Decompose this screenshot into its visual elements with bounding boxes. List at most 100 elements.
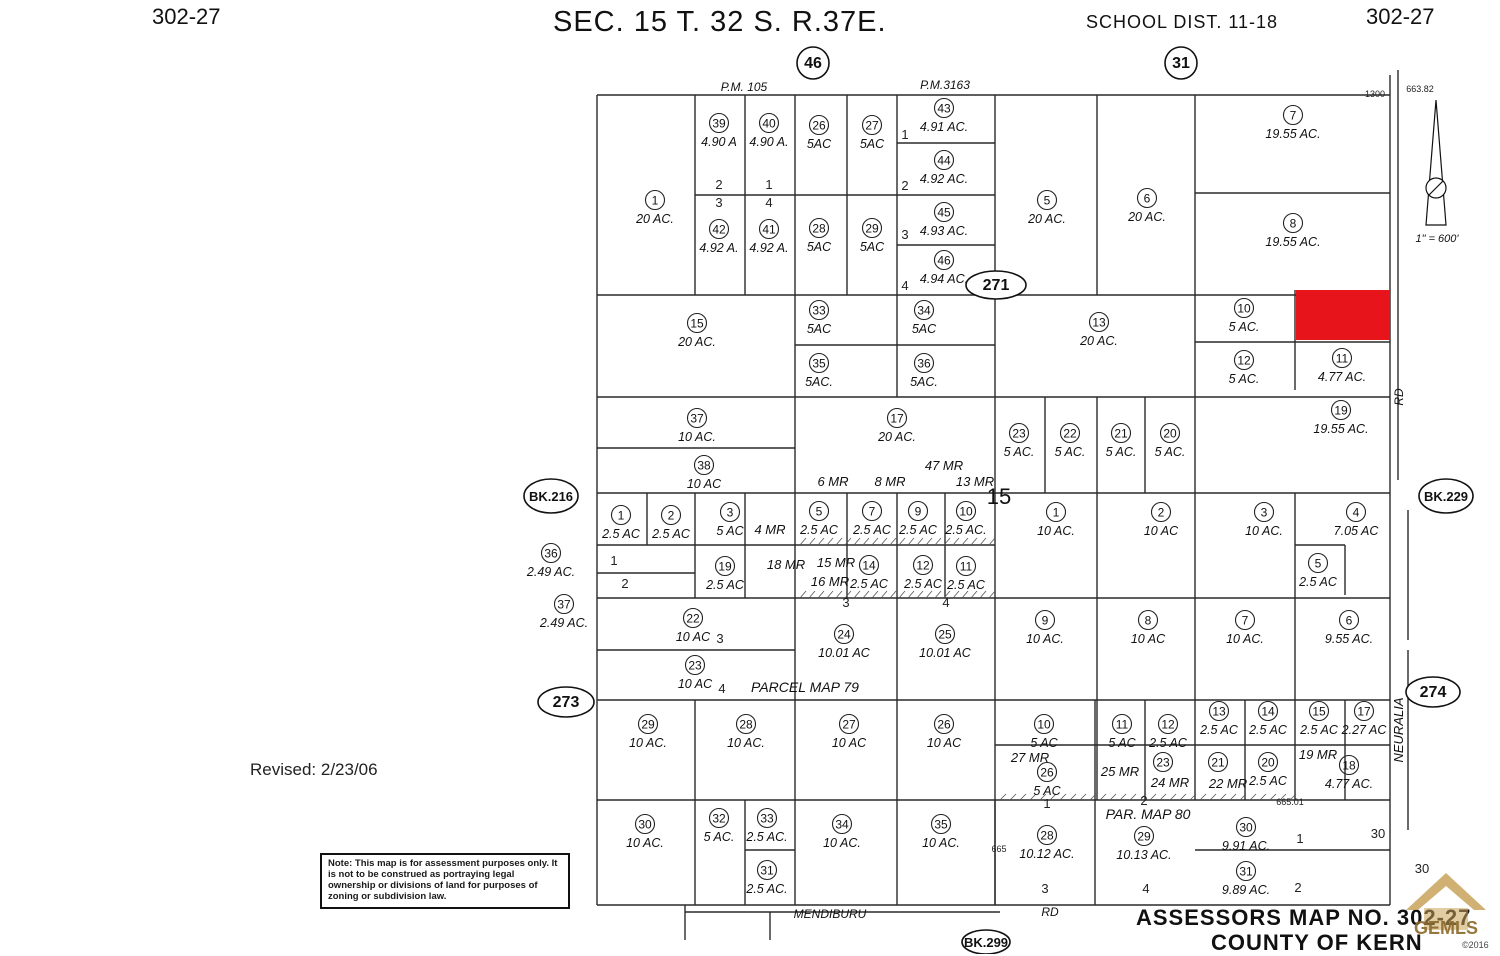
book-reference-46[interactable]: 46 <box>796 46 830 80</box>
parcel-46[interactable]: 464.94 AC. <box>920 249 968 287</box>
parcel-31[interactable]: 319.89 AC. <box>1222 860 1270 898</box>
parcel-8[interactable]: 819.55 AC. <box>1265 212 1321 250</box>
parcel-1[interactable]: 110 AC. <box>1037 501 1075 539</box>
parcel-7[interactable]: 710 AC. <box>1226 609 1264 647</box>
parcel-7[interactable]: 72.5 AC <box>852 500 892 538</box>
parcel-2[interactable]: 210 AC <box>1144 501 1179 539</box>
parcel-12[interactable]: 122.5 AC <box>1148 713 1188 751</box>
parcel-13[interactable]: 132.5 AC <box>1199 700 1239 738</box>
parcel-number: 40 <box>762 117 776 131</box>
parcel-18[interactable]: 184.77 AC. <box>1325 754 1373 792</box>
book-reference-273[interactable]: 273 <box>537 686 595 718</box>
parcel-5[interactable]: 520 AC. <box>1027 189 1066 227</box>
book-reference-271[interactable]: 271 <box>965 270 1027 300</box>
book-reference-274[interactable]: 274 <box>1405 676 1461 708</box>
parcel-39[interactable]: 394.90 A <box>701 112 737 150</box>
parcel-12[interactable]: 125 AC. <box>1229 349 1260 387</box>
parcel-21[interactable]: 21 <box>1207 751 1229 773</box>
parcel-21[interactable]: 215 AC. <box>1106 422 1137 460</box>
parcel-3[interactable]: 35 AC <box>716 501 745 539</box>
parcel-45[interactable]: 454.93 AC. <box>920 201 968 239</box>
parcel-44[interactable]: 444.92 AC. <box>920 149 968 187</box>
parcel-10[interactable]: 102.5 AC. <box>944 500 987 538</box>
parcel-number: 12 <box>916 559 930 573</box>
parcel-31[interactable]: 312.5 AC. <box>745 859 788 897</box>
parcel-5[interactable]: 52.5 AC <box>1298 552 1338 590</box>
parcel-4[interactable]: 47.05 AC <box>1334 501 1380 539</box>
parcel-43[interactable]: 434.91 AC. <box>920 97 968 135</box>
parcel-19[interactable]: 192.5 AC <box>705 555 745 593</box>
parcel-23[interactable]: 235 AC. <box>1004 422 1035 460</box>
parcel-11[interactable]: 115 AC <box>1108 713 1137 751</box>
parcel-acreage: 10 AC <box>927 736 962 750</box>
parcel-5[interactable]: 52.5 AC <box>799 500 839 538</box>
parcel-40[interactable]: 404.90 A. <box>749 112 789 150</box>
parcel-12[interactable]: 122.5 AC <box>903 554 943 592</box>
parcel-37[interactable]: 372.49 AC. <box>539 593 588 631</box>
parcel-6[interactable]: 620 AC. <box>1127 187 1166 225</box>
parcel-11[interactable]: 114.77 AC. <box>1318 347 1366 385</box>
parcel-20[interactable]: 202.5 AC <box>1248 751 1288 789</box>
parcel-15[interactable]: 152.5 AC <box>1299 700 1339 738</box>
parcel-36[interactable]: 362.49 AC. <box>526 542 575 580</box>
parcel-1[interactable]: 120 AC. <box>635 189 674 227</box>
parcel-number: 30 <box>638 818 652 832</box>
parcel-3[interactable]: 310 AC. <box>1245 501 1283 539</box>
parcel-30[interactable]: 309.91 AC. <box>1222 816 1270 854</box>
parcel-26[interactable]: 265 AC <box>1033 761 1062 799</box>
parcel-6[interactable]: 69.55 AC. <box>1325 609 1373 647</box>
parcel-8[interactable]: 810 AC <box>1131 609 1166 647</box>
parcel-number: 3 <box>1261 506 1268 520</box>
parcel-number: 11 <box>1336 352 1349 366</box>
book-reference-BK.229[interactable]: BK.229 <box>1418 478 1474 514</box>
parcel-7[interactable]: 719.55 AC. <box>1265 104 1321 142</box>
parcel-22[interactable]: 225 AC. <box>1055 422 1086 460</box>
parcel-23[interactable]: 23 <box>1152 751 1174 773</box>
parcel-14[interactable]: 142.5 AC <box>849 554 889 592</box>
parcel-42[interactable]: 424.92 A. <box>699 218 739 256</box>
parcel-10[interactable]: 105 AC <box>1030 713 1059 751</box>
parcel-9[interactable]: 92.5 AC <box>898 500 938 538</box>
parcel-9[interactable]: 910 AC. <box>1026 609 1064 647</box>
parcel-10[interactable]: 105 AC. <box>1229 297 1260 335</box>
book-reference-BK.216[interactable]: BK.216 <box>523 478 579 514</box>
parcel-17[interactable]: 172.27 AC <box>1341 700 1388 738</box>
parcel-20[interactable]: 205 AC. <box>1155 422 1186 460</box>
parcel-1[interactable]: 12.5 AC <box>601 504 641 542</box>
book-reference-31[interactable]: 31 <box>1164 46 1198 80</box>
parcel-41[interactable]: 414.92 A. <box>749 218 789 256</box>
parcel-2[interactable]: 22.5 AC <box>651 504 691 542</box>
parcel-11[interactable]: 112.5 AC <box>946 555 986 593</box>
parcel-32[interactable]: 325 AC. <box>704 807 735 845</box>
parcel-14[interactable]: 142.5 AC <box>1248 700 1288 738</box>
parcel-33[interactable]: 332.5 AC. <box>745 807 788 845</box>
book-reference-BK.299[interactable]: BK.299 <box>961 929 1011 954</box>
